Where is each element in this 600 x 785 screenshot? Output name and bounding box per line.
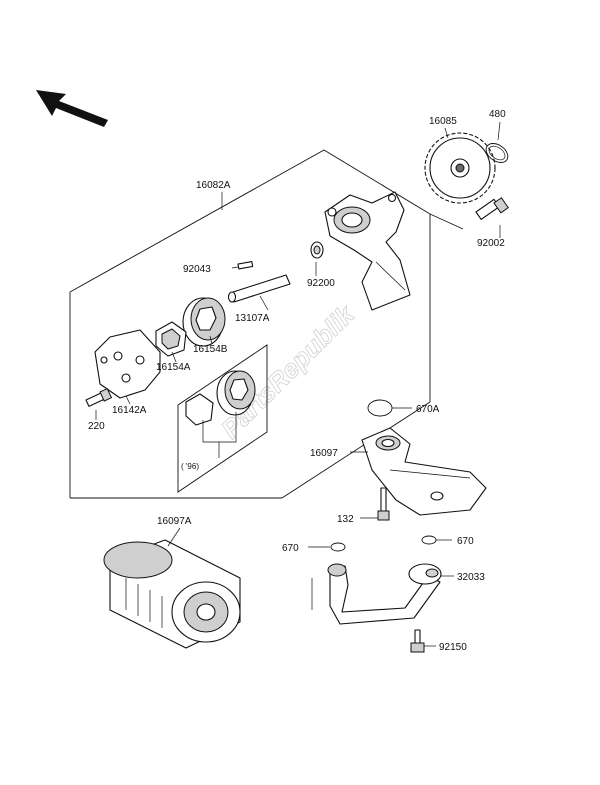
label-16154A: 16154A: [156, 362, 191, 373]
label-16154B: 16154B: [193, 344, 228, 355]
bolt-92002: [475, 197, 509, 220]
year-96-sub-box: [177, 344, 268, 493]
label-16085: 16085: [429, 116, 457, 127]
oil-strainer-16097: [361, 427, 487, 516]
label-132: 132: [337, 514, 354, 525]
inner-rotor-16154A: [155, 321, 187, 357]
outer-rotor-16154B: [182, 297, 226, 347]
label-92002: 92002: [477, 238, 505, 249]
pump-cover-16142A: [94, 329, 161, 399]
note-96: ( '96): [181, 462, 199, 471]
label-670-right: 670: [457, 536, 474, 547]
bolt-92150: [410, 629, 425, 653]
rotors-96-variant: [185, 370, 256, 458]
oil-filter-16097A: [103, 539, 241, 649]
label-16142A: 16142A: [112, 405, 147, 416]
leader-lines: [95, 121, 501, 647]
label-92150: 92150: [439, 642, 467, 653]
label-16097A: 16097A: [157, 516, 192, 527]
o-ring-670-left: [330, 542, 346, 552]
label-220: 220: [88, 421, 105, 432]
circlip-480: [485, 143, 509, 163]
sprocket-16085: [424, 132, 496, 204]
label-670A: 670A: [416, 404, 440, 415]
bolt-220: [85, 387, 113, 407]
oil-pipe-32033: [311, 563, 442, 625]
o-ring-670-right: [421, 535, 437, 545]
oil-pump-body: [324, 191, 411, 311]
label-480: 480: [489, 109, 506, 120]
label-16082A: 16082A: [196, 180, 231, 191]
o-ring-670A: [367, 399, 393, 417]
pin-92043: [237, 261, 254, 270]
front-direction-arrow-icon: [36, 90, 108, 127]
label-32033: 32033: [457, 572, 485, 583]
label-13107A: 13107A: [235, 313, 270, 324]
washer-92200: [310, 241, 324, 259]
label-92200: 92200: [307, 278, 335, 289]
label-670-left: 670: [282, 543, 299, 554]
shaft-13107A: [227, 274, 291, 303]
bolt-132: [377, 487, 390, 521]
label-92043: 92043: [183, 264, 211, 275]
label-16097: 16097: [310, 448, 338, 459]
